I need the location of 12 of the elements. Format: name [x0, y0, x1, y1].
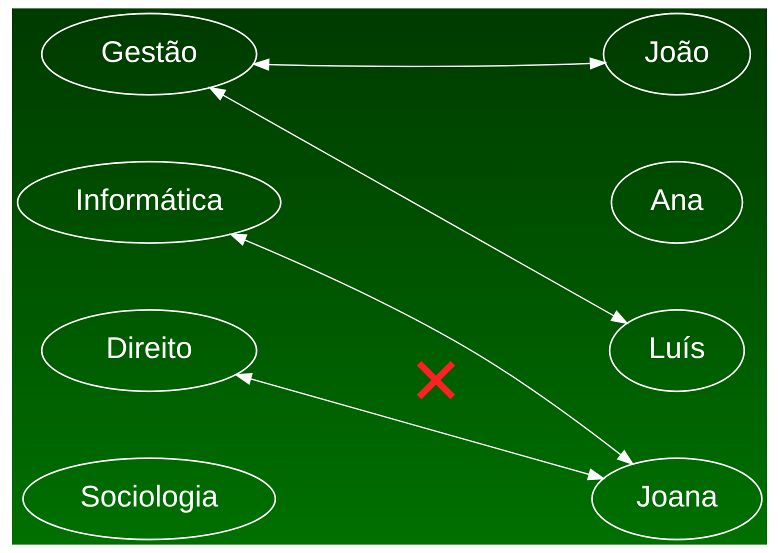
node-ellipse: Joana: [590, 457, 762, 540]
node-ellipse: João: [602, 12, 751, 96]
node-ellipse: Informática: [16, 160, 282, 244]
node-ellipse: Ana: [610, 160, 743, 244]
node-ellipse: Gestão: [40, 12, 257, 96]
node-ellipse: Sociologia: [22, 457, 276, 540]
edge-label: ✕: [408, 345, 462, 418]
arrow: [251, 57, 607, 71]
arrow: [207, 86, 628, 324]
arrow: [228, 233, 634, 466]
node-ellipse: Direito: [40, 309, 257, 392]
arrow: [234, 373, 606, 480]
